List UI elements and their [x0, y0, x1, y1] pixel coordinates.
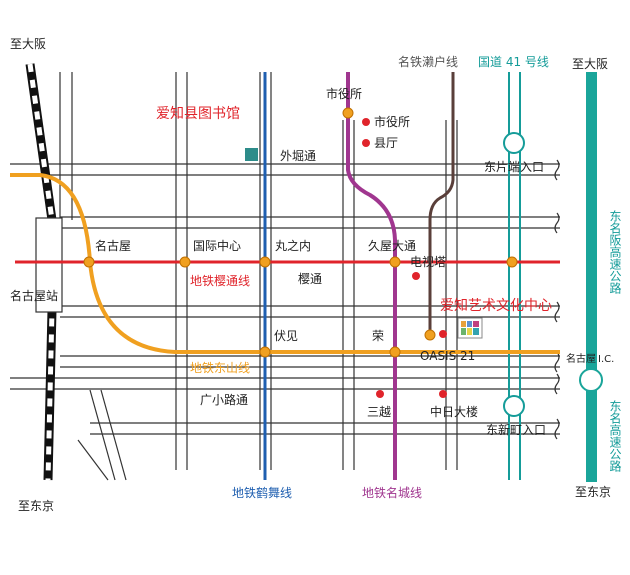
shinmei-exit-marker: [503, 395, 525, 417]
station-markers: [83, 107, 518, 358]
ic-suffix-label: I.C.: [598, 354, 614, 365]
hirokoji-street-label: 广小路通: [200, 392, 248, 407]
route41-label: 国道 41 号线: [478, 55, 549, 69]
prefecture-office-label: 县厅: [374, 136, 398, 150]
marunouchi-label: 丸之内: [275, 239, 311, 253]
oasis21-label: OASIS 21: [420, 349, 475, 363]
landmark-dots: [362, 118, 447, 398]
station-marker-kokusai: [179, 256, 191, 268]
sakura-street-label: 樱通: [298, 271, 322, 286]
oasis-dot: [439, 330, 447, 338]
higashiyama-line-label: 地铁东山线: [190, 361, 250, 375]
meitetsu-seto-label: 名铁濑户线: [398, 54, 458, 69]
road-break-marks: [554, 159, 560, 440]
prefecture-office-dot: [362, 139, 370, 147]
city-hall-dot: [362, 118, 370, 126]
station-marker-shiyakusho: [342, 107, 354, 119]
tv-tower-dot: [412, 272, 420, 280]
shinmei-exit-label: 东新町入口: [486, 422, 546, 437]
station-marker-nagoya: [83, 256, 95, 268]
meijo-line: [346, 72, 397, 480]
library-icon: [245, 148, 258, 161]
to-tokyo-right: 至东京: [575, 485, 611, 499]
higashikataha-exit-marker: [503, 132, 525, 154]
tv-tower-label: 电视塔: [410, 254, 446, 269]
hisaya-odori-label: 久屋大通: [368, 239, 416, 253]
arts-center-label: 爱知艺术文化中心: [440, 297, 552, 314]
arts-center-icon: [457, 317, 483, 339]
higashikataha-exit-label: 东片端入口: [484, 160, 544, 174]
tsurumai-line-label: 地铁鹤舞线: [232, 485, 292, 500]
meitetsu-seto-line: [428, 72, 455, 335]
nagoya-ic-circle: [579, 368, 603, 392]
sotobori-street-label: 外堀通: [280, 148, 316, 163]
nagoya-label: 名古屋: [95, 238, 131, 253]
to-tokyo-left: 至东京: [18, 499, 54, 513]
station-marker-hisaya: [389, 256, 401, 268]
nagoya-station-label: 名古屋站: [10, 288, 58, 303]
expressway-bar: [586, 72, 597, 482]
chunichi-dot: [439, 390, 447, 398]
city-hall-label: 市役所: [374, 114, 410, 129]
mitsukoshi-dot: [376, 390, 384, 398]
chunichi-label: 中日大楼: [430, 404, 478, 419]
to-osaka-right: 至大阪: [572, 57, 608, 71]
expressway-top-label: 东名阪高速公路: [608, 210, 622, 295]
nagoya-station-building: [35, 217, 63, 313]
kokusai-center-label: 国际中心: [193, 238, 241, 253]
station-marker-sakae: [389, 346, 401, 358]
to-osaka-left: 至大阪: [10, 37, 46, 51]
station-marker-oasis: [424, 329, 436, 341]
sakuradori-line-label: 地铁樱通线: [190, 273, 250, 288]
station-marker-marunouchi: [259, 256, 271, 268]
shiyakusho-station-label: 市役所: [326, 86, 362, 101]
station-marker-fushimi: [259, 346, 271, 358]
expressway-bottom-label: 东名高速公路: [608, 400, 622, 473]
mitsukoshi-label: 三越: [367, 405, 391, 419]
aichi-library-label: 爱知县图书馆: [156, 105, 240, 122]
fushimi-label: 伏见: [274, 329, 298, 343]
meijo-line-label: 地铁名城线: [362, 485, 422, 500]
station-marker-takaoka: [506, 256, 518, 268]
sakae-label: 荣: [372, 329, 384, 343]
nagoya-ic-label: 名古屋: [566, 352, 596, 365]
